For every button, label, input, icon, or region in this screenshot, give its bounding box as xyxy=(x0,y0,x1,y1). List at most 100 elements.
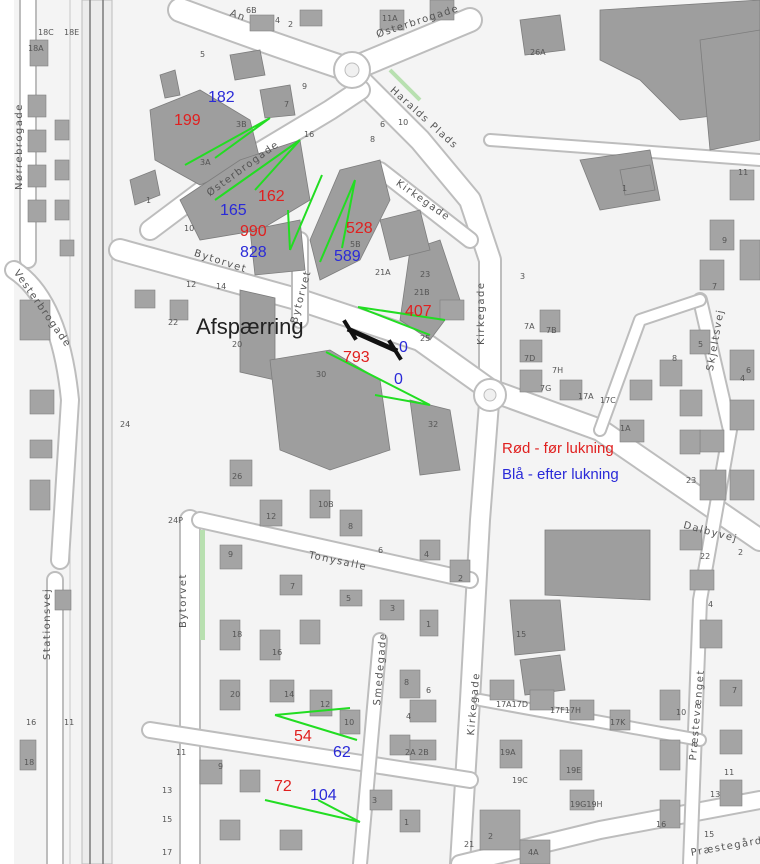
house-number: 7A xyxy=(524,322,535,331)
house-number: 9 xyxy=(722,236,728,245)
house-number: 8 xyxy=(672,354,678,363)
house-number: 19C xyxy=(512,776,528,785)
traffic-arrows xyxy=(184,117,446,823)
green-strip xyxy=(200,530,205,640)
house-number: 11 xyxy=(738,168,749,177)
house-number: 4 xyxy=(275,16,281,25)
street-kirkegade-east: Kirkegade xyxy=(476,281,487,345)
house-number: 3A xyxy=(200,158,211,167)
house-number: 21A xyxy=(375,268,391,277)
count-before-east-west-lower: 793 xyxy=(343,349,370,366)
house-number: 1 xyxy=(622,184,628,193)
house-number: 1A xyxy=(620,424,631,433)
house-number: 18 xyxy=(24,758,35,767)
house-number: 4 xyxy=(424,550,430,559)
house-number: 15 xyxy=(162,815,173,824)
arrow-smedegade-south xyxy=(264,799,361,823)
house-number: 9 xyxy=(228,550,234,559)
count-before-osterbrogade-mid: 162 xyxy=(258,188,285,205)
house-number: 26 xyxy=(232,472,243,481)
house-number: 1 xyxy=(404,818,410,827)
house-number: 5 xyxy=(698,340,704,349)
house-number: 26A xyxy=(530,48,546,57)
house-number: 10B xyxy=(318,500,334,509)
house-number: 3B xyxy=(236,120,247,129)
house-number: 6B xyxy=(246,6,257,15)
count-before-bytorvet-north: 990 xyxy=(240,223,267,240)
house-number: 9 xyxy=(302,82,308,91)
house-number: 16 xyxy=(272,648,283,657)
house-number: 20 xyxy=(230,690,241,699)
house-number: 10 xyxy=(344,718,355,727)
house-number: 17A xyxy=(578,392,594,401)
house-number: 12 xyxy=(186,280,197,289)
house-number: 4 xyxy=(740,374,746,383)
house-number: 24 xyxy=(120,420,131,429)
house-number: 32 xyxy=(428,420,439,429)
count-before-smedegade-north: 54 xyxy=(294,728,312,745)
arrow-haralds-plads xyxy=(319,179,356,263)
house-number: 17K xyxy=(610,718,626,727)
house-number: 18C xyxy=(38,28,54,37)
house-number: 21 xyxy=(464,840,475,849)
count-after-haralds-plads: 589 xyxy=(334,248,361,265)
house-number: 2 xyxy=(738,548,744,557)
legend-before-closure: Rød - før lukning xyxy=(502,440,614,457)
house-number: 23 xyxy=(686,476,697,485)
house-number: 14 xyxy=(284,690,295,699)
house-number: 24P xyxy=(168,516,184,525)
house-number: 18A xyxy=(28,44,44,53)
house-number: 7 xyxy=(732,686,738,695)
house-number: 5 xyxy=(200,50,206,59)
house-number: 19E xyxy=(566,766,582,775)
house-number: 2 xyxy=(458,574,464,583)
railway-area xyxy=(81,0,113,864)
closure-bar xyxy=(342,319,403,361)
house-number: 13 xyxy=(162,786,173,795)
arrow-smedegade-north xyxy=(274,707,358,741)
house-number: 8 xyxy=(370,135,376,144)
house-number: 7 xyxy=(712,282,718,291)
house-number: 2 xyxy=(488,832,494,841)
arrow-bytorvet-north xyxy=(287,174,323,251)
house-number: 18 xyxy=(232,630,243,639)
count-before-smedegade-south: 72 xyxy=(274,778,292,795)
count-after-osterbrogade-mid: 165 xyxy=(220,202,247,219)
buildings xyxy=(129,0,760,696)
count-after-osterbrogade-north: 182 xyxy=(208,89,235,106)
house-number: 17F17H xyxy=(550,706,581,715)
house-number: 4A xyxy=(528,848,539,857)
house-number: 3 xyxy=(372,796,378,805)
house-number: 15 xyxy=(516,630,527,639)
house-number: 18E xyxy=(64,28,80,37)
house-number: 11 xyxy=(64,718,75,727)
house-number: 6 xyxy=(378,546,384,555)
roundabout-center xyxy=(344,62,360,78)
house-number: 3 xyxy=(520,272,526,281)
house-number: 7H xyxy=(552,366,564,375)
house-number: 30 xyxy=(316,370,327,379)
house-number: 22 xyxy=(700,552,711,561)
road-network xyxy=(4,0,760,864)
house-number: 17A17D xyxy=(496,700,528,709)
house-number: 23 xyxy=(420,270,431,279)
count-after-east-west-upper: 0 xyxy=(399,339,408,356)
count-before-haralds-plads: 528 xyxy=(346,220,373,237)
count-before-east-west-upper: 407 xyxy=(405,303,432,320)
house-number: 10 xyxy=(676,708,687,717)
house-number: 25 xyxy=(420,334,431,343)
house-number: 2A 2B xyxy=(405,748,429,757)
house-number: 11 xyxy=(176,748,187,757)
count-after-smedegade-north: 62 xyxy=(333,744,351,761)
street-bytorvet-3: Bytorvet xyxy=(178,573,189,628)
house-number: 16 xyxy=(304,130,315,139)
house-number: 13 xyxy=(710,790,721,799)
roundabout-center xyxy=(483,388,497,402)
house-number: 12 xyxy=(266,512,277,521)
green-strip xyxy=(388,68,422,102)
house-number: 12 xyxy=(320,700,331,709)
house-number: 7 xyxy=(284,100,290,109)
house-number: 17 xyxy=(162,848,173,857)
house-number: 6 xyxy=(380,120,386,129)
